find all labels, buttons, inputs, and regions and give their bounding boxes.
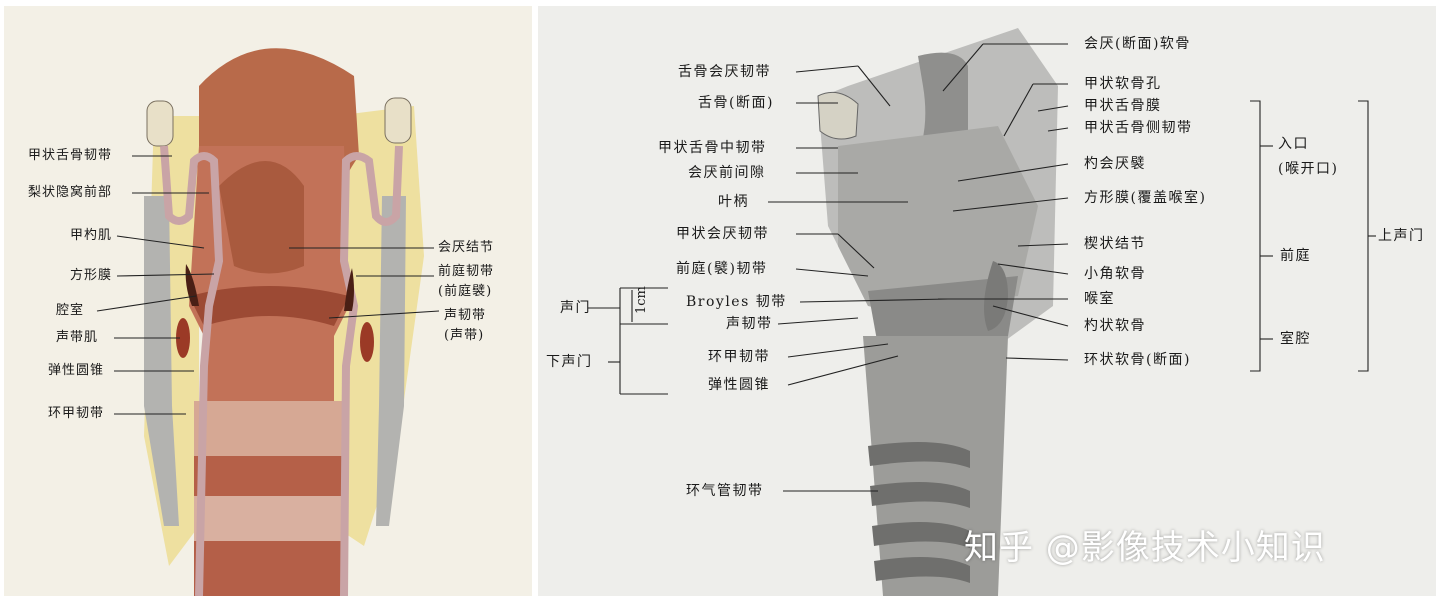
hyoid-right: [384, 97, 412, 144]
label-vestibular-fold: (前庭襞): [438, 284, 493, 299]
tracheal-ring-d: [874, 557, 970, 583]
label-lateral-thyrohyoid: 甲状舌骨侧韧带: [1084, 120, 1193, 136]
scale-bar-1cm: 1cm: [634, 286, 649, 314]
label-ventricle: 腔室: [56, 303, 85, 318]
label-thyrohyoid-membrane: 甲状舌骨膜: [1084, 98, 1162, 114]
label-preepiglottic-space: 会厌前间隙: [688, 165, 766, 181]
tracheal-ring-a: [868, 442, 970, 468]
hyoid-left: [146, 100, 174, 147]
label-petiole: 叶柄: [718, 194, 749, 210]
glottic-region: [868, 276, 1018, 346]
label-laryngeal-inlet: (喉开口): [1278, 161, 1339, 177]
tracheal-ring-c: [872, 522, 970, 548]
label-glottis: 声门: [560, 300, 591, 316]
right-diagram-panel: 舌骨会厌韧带 舌骨(断面) 甲状舌骨中韧带 会厌前间隙 叶柄 甲状会厌韧带 前庭…: [538, 6, 1436, 596]
label-hyoid-section: 舌骨(断面): [698, 95, 774, 111]
label-cricothyroid-left: 环甲韧带: [48, 406, 105, 421]
label-cricoid-section: 环状软骨(断面): [1084, 352, 1191, 368]
label-vocalis: 声带肌: [56, 330, 99, 345]
arytenoid: [984, 261, 1008, 331]
epiglottic-tubercle-shade: [219, 161, 304, 274]
label-cricotracheal-ligament: 环气管韧带: [686, 483, 764, 499]
label-laryngeal-ventricle: 喉室: [1084, 291, 1115, 307]
label-conus-elasticus-left: 弹性圆锥: [48, 363, 105, 378]
label-entrance: 入口: [1278, 136, 1309, 152]
larynx-sagittal-view: [588, 28, 1376, 596]
label-thyroid-foramen: 甲状软骨孔: [1084, 76, 1162, 92]
label-arytenoid-cartilage: 杓状软骨: [1084, 318, 1146, 334]
label-vestibular-fold-ligament: 前庭(襞)韧带: [676, 261, 768, 277]
vocal-folds: [189, 286, 349, 326]
label-epiglottic-tubercle: 会厌结节: [438, 240, 495, 255]
tracheal-ring-1: [194, 401, 344, 456]
label-aryepiglottic-fold: 杓会厌襞: [1084, 156, 1146, 172]
label-conus-elasticus: 弹性圆锥: [708, 377, 770, 393]
thyroid-cartilage-right: [376, 196, 406, 526]
label-quadrangular-membrane: 方形膜(覆盖喉室): [1084, 190, 1207, 206]
hyoid-section: [817, 91, 859, 140]
tracheal-band-1: [194, 456, 344, 496]
label-vocal-ligament-left: 声韧带: [444, 308, 487, 323]
left-mucosa-outline: [160, 145, 224, 596]
label-subglottis: 下声门: [546, 354, 593, 370]
label-hyoepiglottic-ligament: 舌骨会厌韧带: [678, 64, 771, 80]
ventricle-right: [344, 268, 354, 311]
label-quadrangular-membrane: 方形膜: [70, 268, 113, 283]
thyroid-cartilage-left: [144, 196, 179, 526]
label-vestibule: 前庭: [1280, 248, 1311, 264]
label-cuneiform-tubercle: 楔状结节: [1084, 236, 1146, 252]
label-median-thyrohyoid: 甲状舌骨中韧带: [658, 140, 767, 156]
vocalis-right: [360, 322, 374, 362]
tracheal-ring-b: [870, 482, 970, 508]
label-thyroarytenoid: 甲杓肌: [70, 228, 113, 243]
label-thyroepiglottic-ligament: 甲状会厌韧带: [676, 226, 769, 242]
label-vocal-cord: (声带): [444, 328, 485, 343]
label-supraglottis: 上声门: [1378, 228, 1425, 244]
thyroid-lamina: [838, 126, 1038, 306]
tracheal-ring-2: [194, 496, 344, 541]
label-broyles-ligament: Broyles 韧带: [686, 294, 787, 310]
vocalis-left: [176, 318, 190, 358]
left-diagram-panel: 甲状舌骨韧带 梨状隐窝前部 甲杓肌 方形膜 腔室 声带肌 弹性圆锥 环甲韧带 会…: [4, 6, 532, 596]
watermark: 知乎 @影像技术小知识: [964, 528, 1326, 568]
label-thyrohyoid-ligament: 甲状舌骨韧带: [28, 148, 113, 163]
label-vestibular-ligament: 前庭韧带: [438, 264, 495, 279]
label-vocal-ligament: 声韧带: [726, 316, 773, 332]
right-mucosa-outline: [339, 145, 403, 596]
larynx-coronal-section: [96, 48, 440, 596]
label-piriform-recess: 梨状隐窝前部: [28, 185, 113, 200]
label-cricothyroid-ligament: 环甲韧带: [708, 349, 770, 365]
label-corniculate-cartilage: 小角软骨: [1084, 266, 1146, 282]
tracheal-band-2: [194, 541, 344, 596]
label-ventricle-cavity: 室腔: [1280, 331, 1311, 347]
label-epiglottis-section: 会厌(断面)软骨: [1084, 36, 1191, 52]
